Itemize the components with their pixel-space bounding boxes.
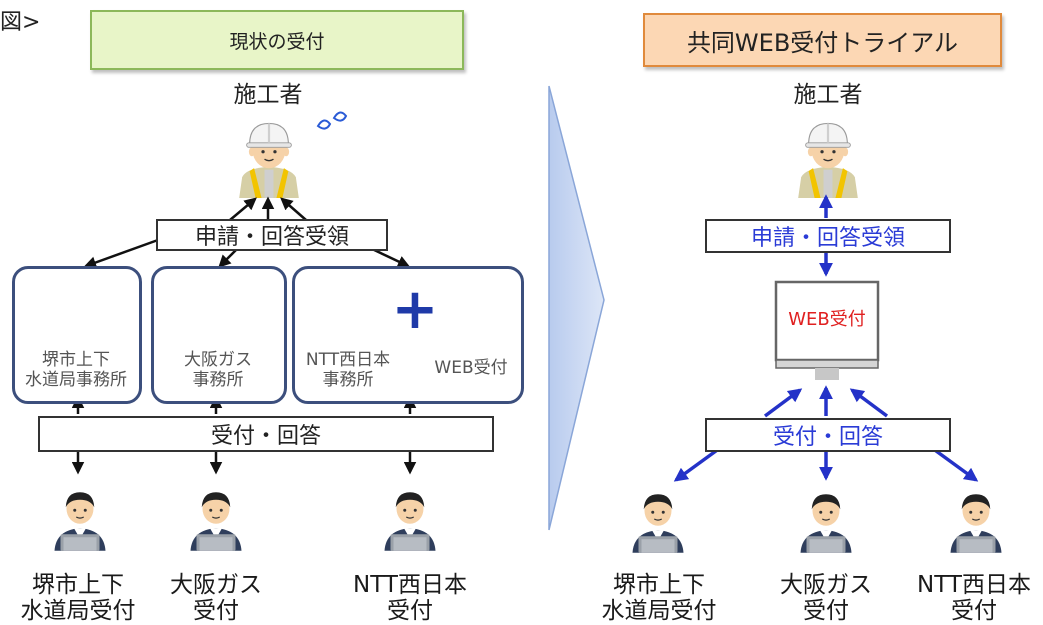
worker-illustration-left bbox=[237, 122, 301, 198]
left-staff-label-1: 堺市上下 水道局受付 bbox=[20, 572, 136, 625]
left-apply-label: 申請・回答受領 bbox=[194, 225, 349, 250]
right-title-box: 共同WEB受付トライアル bbox=[643, 13, 1002, 67]
staff-illustration-2 bbox=[189, 491, 243, 552]
right-apply-box: 申請・回答受領 bbox=[705, 219, 951, 253]
staff-illustration-1 bbox=[53, 491, 107, 552]
sweat-icon bbox=[316, 111, 348, 130]
right-staff-label-1: 堺市上下 水道局受付 bbox=[601, 572, 717, 625]
right-title: 共同WEB受付トライアル bbox=[686, 28, 959, 57]
office-box-2 bbox=[151, 266, 287, 404]
left-web-label: WEB受付 bbox=[434, 358, 508, 378]
right-receive-box: 受付・回答 bbox=[705, 418, 951, 452]
staff-illustration-3 bbox=[383, 491, 437, 552]
left-staff-label-3: NTT西日本 受付 bbox=[353, 572, 467, 625]
office-label-3: NTT西日本 事務所 bbox=[305, 350, 391, 391]
office-box-3 bbox=[292, 266, 524, 404]
left-title-box: 現状の受付 bbox=[90, 10, 464, 70]
office-box-1 bbox=[12, 266, 142, 404]
right-apply-label: 申請・回答受領 bbox=[750, 226, 905, 251]
left-receive-box: 受付・回答 bbox=[38, 416, 494, 452]
right-monitor-label: WEB受付 bbox=[788, 309, 866, 330]
right-staff-label-3: NTT西日本 受付 bbox=[917, 572, 1031, 625]
right-receive-label: 受付・回答 bbox=[772, 425, 883, 450]
right-staff-label-2: 大阪ガス 受付 bbox=[780, 572, 872, 625]
staff-illustration-4 bbox=[631, 493, 685, 554]
left-worker-label: 施工者 bbox=[233, 82, 303, 108]
left-receive-label: 受付・回答 bbox=[210, 424, 321, 449]
office-label-1: 堺市上下 水道局事務所 bbox=[25, 350, 127, 391]
plus-sign: + bbox=[391, 277, 439, 342]
left-staff-label-2: 大阪ガス 受付 bbox=[170, 572, 262, 625]
staff-illustration-6 bbox=[949, 493, 1003, 554]
corner-label: 図> bbox=[0, 10, 41, 35]
staff-illustration-5 bbox=[799, 493, 853, 554]
right-worker-label: 施工者 bbox=[793, 82, 863, 108]
worker-illustration-right bbox=[796, 122, 860, 198]
left-apply-box: 申請・回答受領 bbox=[156, 219, 388, 251]
transition-arrow bbox=[548, 85, 605, 531]
web-monitor-icon bbox=[774, 280, 880, 380]
left-title: 現状の受付 bbox=[229, 30, 325, 53]
office-label-2: 大阪ガス 事務所 bbox=[184, 350, 252, 391]
